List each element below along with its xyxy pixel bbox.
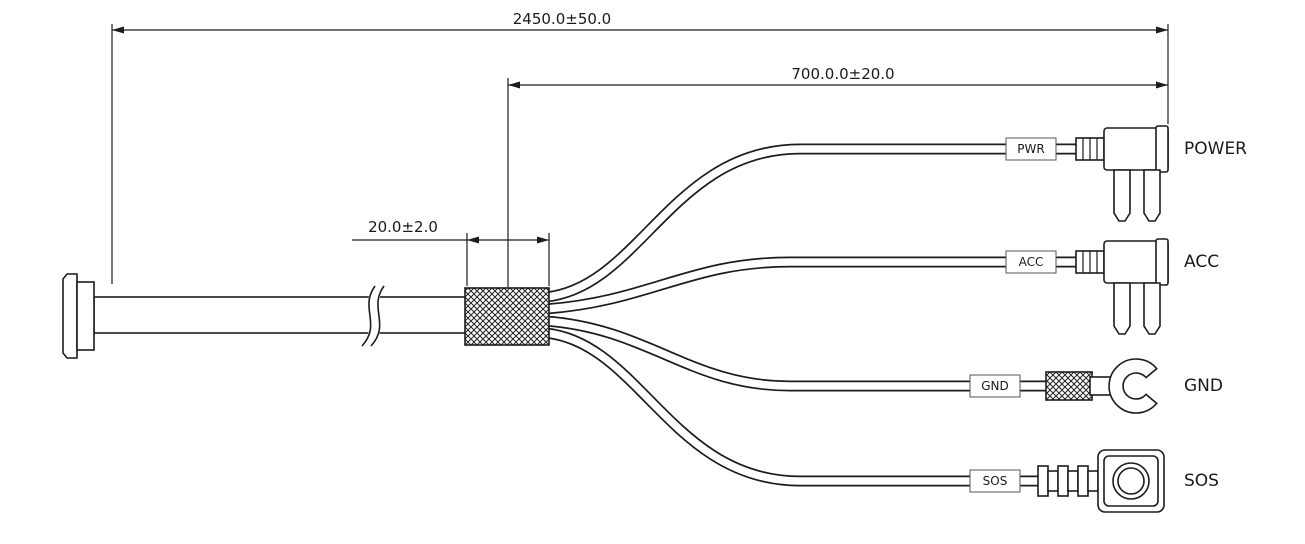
wire-tag-acc-text: ACC bbox=[1019, 255, 1044, 269]
fuse-tap-power bbox=[1075, 125, 1169, 222]
wire-tag-gnd: GND bbox=[969, 374, 1021, 398]
dimension-branch-text: 700.0.0±20.0 bbox=[791, 65, 894, 83]
fuse-tap-blade-left bbox=[1113, 282, 1131, 335]
branch-wires bbox=[545, 143, 1080, 487]
ring-terminal-gnd bbox=[1045, 358, 1158, 414]
wire-tag-sos: SOS bbox=[969, 469, 1021, 493]
arrowhead-right bbox=[537, 236, 549, 244]
button-connector-sos bbox=[1037, 449, 1165, 513]
fork-ring bbox=[1108, 358, 1158, 414]
wire-tag-pwr: PWR bbox=[1005, 137, 1057, 161]
arrowhead-left bbox=[112, 26, 124, 34]
wire-tag-sos-text: SOS bbox=[983, 474, 1008, 488]
wire-tag-acc: ACC bbox=[1005, 250, 1057, 274]
input-connector-ferrule bbox=[76, 281, 95, 351]
main-cable bbox=[93, 296, 467, 334]
dimension-overall-text: 2450.0±50.0 bbox=[513, 10, 611, 28]
label-acc: ACC bbox=[1184, 252, 1219, 272]
dimension-sleeve-text: 20.0±2.0 bbox=[368, 218, 438, 236]
fuse-tap-acc bbox=[1075, 238, 1169, 335]
fuse-tap-blade-left bbox=[1113, 169, 1131, 222]
arrowhead-left bbox=[508, 81, 520, 89]
input-connector bbox=[62, 273, 95, 359]
wire-sos bbox=[545, 327, 1040, 487]
corrugated-boot bbox=[1037, 465, 1099, 497]
button-ring-inner bbox=[1117, 467, 1145, 495]
wire-acc bbox=[545, 256, 1080, 315]
label-power: POWER bbox=[1184, 139, 1247, 159]
fuse-tap-cap bbox=[1155, 238, 1169, 286]
label-gnd: GND bbox=[1184, 376, 1223, 396]
dimension-sleeve: 20.0±2.0 bbox=[352, 218, 550, 286]
arrowhead-right bbox=[1156, 81, 1168, 89]
wire-tag-pwr-text: PWR bbox=[1017, 142, 1044, 156]
cable-break-symbol bbox=[361, 282, 385, 350]
wire-pwr bbox=[545, 143, 1080, 303]
dimension-branch: 700.0.0±20.0 bbox=[507, 65, 1168, 287]
dimension-overall: 2450.0±50.0 bbox=[111, 10, 1169, 284]
wire-tag-gnd-text: GND bbox=[981, 379, 1009, 393]
wire-tags: PWR ACC GND SOS bbox=[969, 137, 1057, 493]
braided-sleeve bbox=[464, 287, 550, 346]
input-connector-flange bbox=[62, 273, 78, 359]
fuse-tap-blade-right bbox=[1143, 169, 1161, 222]
arrowhead-left bbox=[467, 236, 479, 244]
label-sos: SOS bbox=[1184, 471, 1219, 491]
connector-labels: POWER ACC GND SOS bbox=[1184, 139, 1247, 491]
fuse-tap-blade-right bbox=[1143, 282, 1161, 335]
arrowhead-right bbox=[1156, 26, 1168, 34]
wire-gnd bbox=[545, 315, 1048, 392]
fuse-tap-cap bbox=[1155, 125, 1169, 173]
